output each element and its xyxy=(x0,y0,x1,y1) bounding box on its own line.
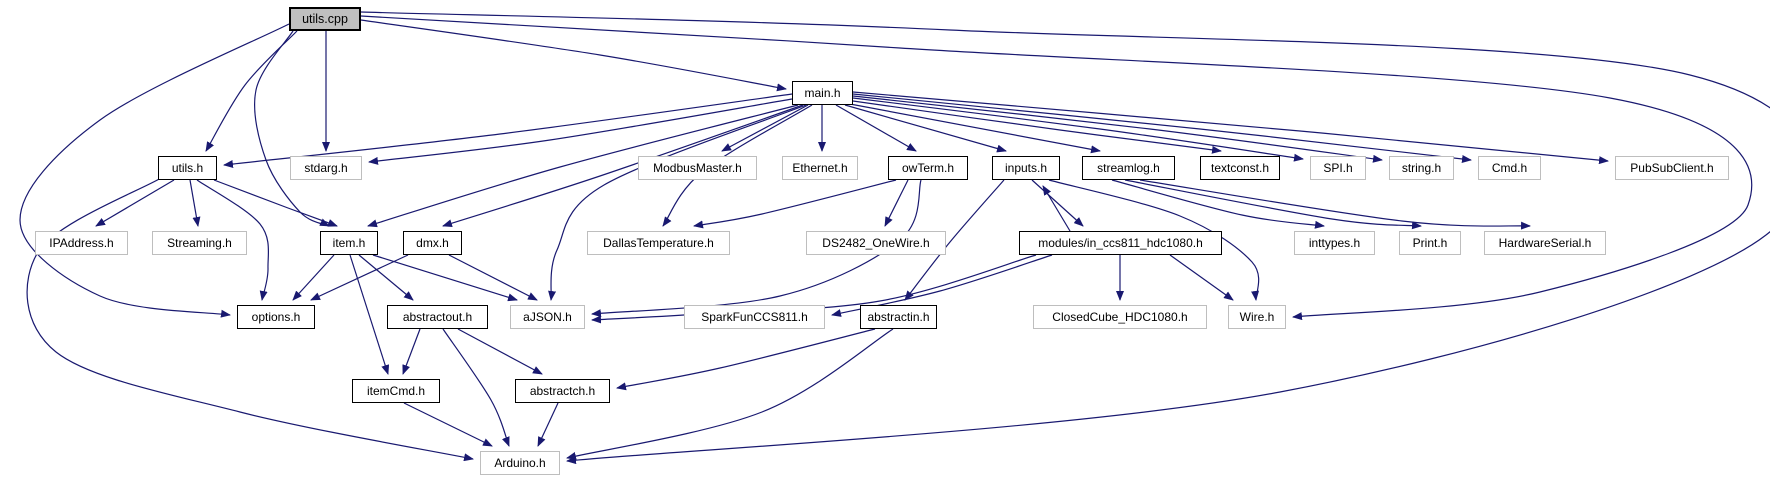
edge-item_h-to-itemcmd_h xyxy=(349,254,390,375)
edge-owterm_h-to-ajson_h xyxy=(591,179,922,318)
edge-abstractout_h-to-itemcmd_h xyxy=(402,328,421,375)
graph-node-ds2482_h[interactable]: DS2482_OneWire.h xyxy=(806,231,946,255)
edge-abstractin_h-to-abstractch_h xyxy=(616,328,876,391)
edge-abstractout_h-to-abstractch_h xyxy=(457,328,543,375)
edge-utils_h-to-arduino_h xyxy=(26,177,474,462)
edge-owterm_h-to-dallas_h xyxy=(693,179,897,229)
edge-utils_h-to-streaming_h xyxy=(189,179,201,227)
edge-utils_h-to-item_h xyxy=(213,179,338,227)
graph-node-inttypes_h[interactable]: inttypes.h xyxy=(1294,231,1375,255)
edge-utils_cpp-to-item_h xyxy=(254,30,330,227)
edge-inputs_h-to-modules_h xyxy=(1031,179,1084,227)
graph-node-inputs_h[interactable]: inputs.h xyxy=(992,156,1060,180)
graph-node-arduino_h[interactable]: Arduino.h xyxy=(480,451,560,475)
graph-node-owterm_h[interactable]: owTerm.h xyxy=(888,156,968,180)
edge-main_h-to-dmx_h xyxy=(442,104,804,228)
edge-modules_h-to-sparkfun_h xyxy=(831,254,1053,317)
graph-node-cmd_h[interactable]: Cmd.h xyxy=(1478,156,1541,180)
edge-owterm_h-to-ds2482_h xyxy=(884,179,909,227)
edge-main_h-to-spi_h xyxy=(852,97,1304,162)
graph-node-hwserial_h[interactable]: HardwareSerial.h xyxy=(1484,231,1606,255)
graph-node-stdarg_h[interactable]: stdarg.h xyxy=(290,156,362,180)
edge-modules_h-to-inputs_h xyxy=(1042,185,1071,232)
graph-node-utils_cpp[interactable]: utils.cpp xyxy=(289,7,361,31)
edge-utils_h-to-options_h xyxy=(196,179,270,301)
graph-node-dallas_h[interactable]: DallasTemperature.h xyxy=(587,231,730,255)
graph-node-wire_h[interactable]: Wire.h xyxy=(1228,305,1286,329)
edge-inputs_h-to-abstractin_h xyxy=(904,179,1005,301)
edge-item_h-to-options_h xyxy=(292,254,335,301)
edge-main_h-to-inputs_h xyxy=(844,104,1007,153)
graph-node-abstractin_h[interactable]: abstractin.h xyxy=(860,305,937,329)
edge-itemcmd_h-to-arduino_h xyxy=(403,402,493,447)
edge-main_h-to-item_h xyxy=(367,104,799,228)
edge-dmx_h-to-ajson_h xyxy=(448,254,538,301)
graph-node-utils_h[interactable]: utils.h xyxy=(158,156,217,180)
graph-node-print_h[interactable]: Print.h xyxy=(1399,231,1461,255)
graph-node-string_h[interactable]: string.h xyxy=(1389,156,1454,180)
edge-utils_cpp-to-main_h xyxy=(360,19,787,92)
graph-node-streamlog_h[interactable]: streamlog.h xyxy=(1082,156,1175,180)
graph-node-modbus_h[interactable]: ModbusMaster.h xyxy=(638,156,757,180)
graph-node-dmx_h[interactable]: dmx.h xyxy=(403,231,462,255)
edge-inputs_h-to-wire_h xyxy=(1048,179,1260,301)
graph-node-modules_h[interactable]: modules/in_ccs811_hdc1080.h xyxy=(1019,231,1222,255)
edge-streamlog_h-to-hwserial_h xyxy=(1139,179,1531,230)
edge-item_h-to-abstractout_h xyxy=(358,254,414,301)
edge-main_h-to-pubsub_h xyxy=(852,91,1609,165)
edge-abstractin_h-to-arduino_h xyxy=(566,328,894,460)
edge-abstractout_h-to-arduino_h xyxy=(442,328,510,447)
edge-utils_h-to-ipaddress_h xyxy=(95,179,175,227)
graph-node-ajson_h[interactable]: aJSON.h xyxy=(510,305,585,329)
graph-node-abstractout_h[interactable]: abstractout.h xyxy=(387,305,488,329)
edge-main_h-to-string_h xyxy=(852,95,1383,163)
edge-utils_cpp-to-options_h xyxy=(19,23,290,318)
edge-main_h-to-stdarg_h xyxy=(368,98,793,165)
edge-main_h-to-textconst_h xyxy=(852,100,1222,154)
edge-main_h-to-cmd_h xyxy=(852,93,1472,163)
edge-modules_h-to-wire_h xyxy=(1169,254,1234,301)
edge-main_h-to-modbus_h xyxy=(721,104,809,152)
graph-node-item_h[interactable]: item.h xyxy=(320,231,378,255)
graph-node-abstractch_h[interactable]: abstractch.h xyxy=(515,379,610,403)
graph-node-closedcube_h[interactable]: ClosedCube_HDC1080.h xyxy=(1033,305,1207,329)
edge-utils_cpp-to-arduino_h xyxy=(360,11,1770,465)
edge-streamlog_h-to-inttypes_h xyxy=(1111,179,1325,229)
edge-utils_cpp-to-utils_h xyxy=(205,30,298,152)
edge-streamlog_h-to-print_h xyxy=(1124,179,1422,230)
edge-dmx_h-to-options_h xyxy=(310,254,409,301)
graph-node-spi_h[interactable]: SPI.h xyxy=(1310,156,1366,180)
edge-main_h-to-streamlog_h xyxy=(849,103,1101,154)
graph-node-ethernet_h[interactable]: Ethernet.h xyxy=(782,156,858,180)
graph-node-ipaddress_h[interactable]: IPAddress.h xyxy=(35,231,128,255)
graph-node-main_h[interactable]: main.h xyxy=(792,81,853,105)
edge-item_h-to-ajson_h xyxy=(372,254,518,302)
graph-node-sparkfun_h[interactable]: SparkFunCCS811.h xyxy=(684,305,825,329)
edge-main_h-to-utils_h xyxy=(223,93,793,168)
graph-node-textconst_h[interactable]: textconst.h xyxy=(1200,156,1280,180)
graph-node-pubsub_h[interactable]: PubSubClient.h xyxy=(1615,156,1729,180)
edge-abstractch_h-to-arduino_h xyxy=(537,402,559,447)
graph-node-itemcmd_h[interactable]: itemCmd.h xyxy=(352,379,440,403)
graph-node-options_h[interactable]: options.h xyxy=(237,305,315,329)
edge-main_h-to-owterm_h xyxy=(835,104,917,152)
edge-utils_cpp-to-wire_h xyxy=(360,15,1753,321)
edge-main_h-to-ajson_h xyxy=(548,104,807,301)
graph-node-streaming_h[interactable]: Streaming.h xyxy=(152,231,247,255)
